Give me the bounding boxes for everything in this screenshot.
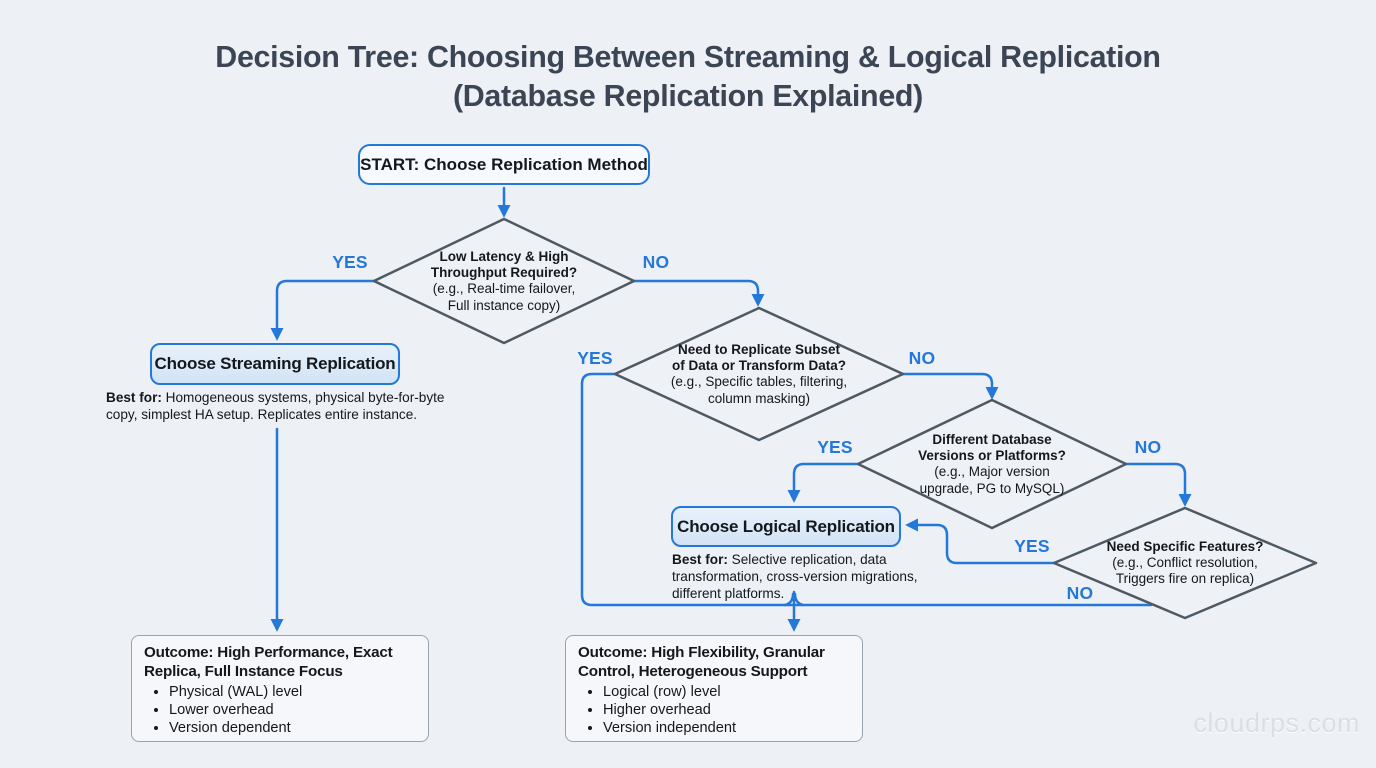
diamond-subset-question-line1: Need to Replicate Subset — [677, 342, 841, 357]
diamond-versions-example-line1: (e.g., Major version — [934, 464, 1050, 480]
diamond-versions-question-line1: Different Database — [932, 432, 1052, 447]
outcome-logical-bullet: Logical (row) level — [603, 683, 850, 701]
page-title: Decision Tree: Choosing Between Streamin… — [14, 37, 1362, 115]
outcome-streaming-bullet: Physical (WAL) level — [169, 683, 416, 701]
edge-label-features-no: NO — [1066, 583, 1094, 603]
logical-best-for: Best for: Selective replication, data tr… — [672, 552, 940, 602]
diamond-subset-question-line2: of Data or Transform Data? — [671, 358, 847, 374]
diamond-subset-shape — [613, 306, 905, 442]
diamond-versions-example-line2: upgrade, PG to MySQL) — [919, 480, 1065, 496]
edge-subset-no — [901, 372, 999, 400]
start-node: START: Choose Replication Method — [358, 144, 650, 185]
watermark: cloudrps.com — [1193, 708, 1360, 738]
logical-best-for-label: Best for: — [672, 552, 728, 567]
edge-label-features-yes: YES — [1014, 536, 1050, 556]
edge-label-versions-yes: YES — [817, 437, 853, 457]
page-title-line1: Decision Tree: Choosing Between Streamin… — [215, 39, 1161, 74]
choose-logical-label: Choose Logical Replication — [677, 516, 895, 536]
diamond-versions-question-line2: Versions or Platforms? — [918, 448, 1066, 464]
outcome-streaming-title: Outcome: High Performance, Exact Replica… — [144, 644, 393, 680]
diamond-subset-example-line1: (e.g., Specific tables, filtering, — [670, 374, 848, 390]
edge-versions-no — [1124, 462, 1192, 507]
outcome-logical-bullets: Logical (row) level Higher overhead Vers… — [578, 683, 850, 737]
diamond-subset-example-line2: column masking) — [707, 390, 811, 406]
outcome-logical-bullet: Higher overhead — [603, 701, 850, 719]
choose-streaming-label: Choose Streaming Replication — [154, 354, 396, 373]
streaming-best-for-label: Best for: — [106, 390, 162, 405]
edge-label-latency-yes: YES — [332, 252, 368, 272]
choose-streaming-node: Choose Streaming Replication — [150, 343, 400, 385]
outcome-logical-title: Outcome: High Flexibility, Granular Cont… — [578, 644, 825, 680]
diamond-latency-shape — [372, 217, 636, 345]
diamond-features-question-line1: Need Specific Features? — [1106, 539, 1264, 554]
start-node-label: START: Choose Replication Method — [360, 154, 648, 174]
edge-label-subset-yes: YES — [577, 348, 613, 368]
diamond-latency-example-line1: (e.g., Real-time failover, — [432, 281, 576, 297]
diamond-features-shape — [1052, 506, 1318, 620]
edge-versions-yes — [787, 462, 860, 503]
choose-logical-node: Choose Logical Replication — [671, 506, 901, 547]
diamond-latency-example-line2: Full instance copy) — [447, 297, 561, 313]
diamond-versions-shape — [856, 398, 1128, 530]
page-title-line2: (Database Replication Explained) — [452, 78, 924, 113]
diamond-features-example-line1: (e.g., Conflict resolution, — [1112, 555, 1258, 571]
diamond-subset-text: Need to Replicate Subset of Data or Tran… — [639, 342, 879, 407]
diamond-features-text: Need Specific Features? (e.g., Conflict … — [1065, 539, 1305, 588]
diamond-latency-text: Low Latency & High Throughput Required? … — [394, 249, 614, 314]
edge-label-versions-no: NO — [1134, 437, 1162, 457]
edge-label-subset-no: NO — [908, 348, 936, 368]
outcome-logical-node: Outcome: High Flexibility, Granular Cont… — [565, 635, 863, 742]
streaming-best-for-text: Homogeneous systems, physical byte-for-b… — [106, 390, 445, 422]
outcome-streaming-bullet: Lower overhead — [169, 701, 416, 719]
outcome-logical-bullet: Version independent — [603, 719, 850, 737]
outcome-streaming-bullet: Version dependent — [169, 719, 416, 737]
logical-best-for-text: Selective replication, data transformati… — [672, 552, 918, 601]
edge-latency-no — [631, 279, 765, 307]
outcome-streaming-bullets: Physical (WAL) level Lower overhead Vers… — [144, 683, 416, 737]
edge-features-yes — [905, 518, 1057, 565]
diamond-latency-question-line1: Low Latency & High — [439, 249, 569, 264]
edge-latency-yes — [270, 279, 376, 341]
edge-subset-yes-merge — [580, 372, 1153, 607]
diamond-features-example-line2: Triggers fire on replica) — [1115, 571, 1255, 587]
diamond-latency-question-line2: Throughput Required? — [430, 265, 578, 281]
edge-label-latency-no: NO — [642, 252, 670, 272]
outcome-streaming-node: Outcome: High Performance, Exact Replica… — [131, 635, 429, 742]
streaming-best-for: Best for: Homogeneous systems, physical … — [106, 390, 466, 424]
diamond-versions-text: Different Database Versions or Platforms… — [872, 432, 1112, 497]
